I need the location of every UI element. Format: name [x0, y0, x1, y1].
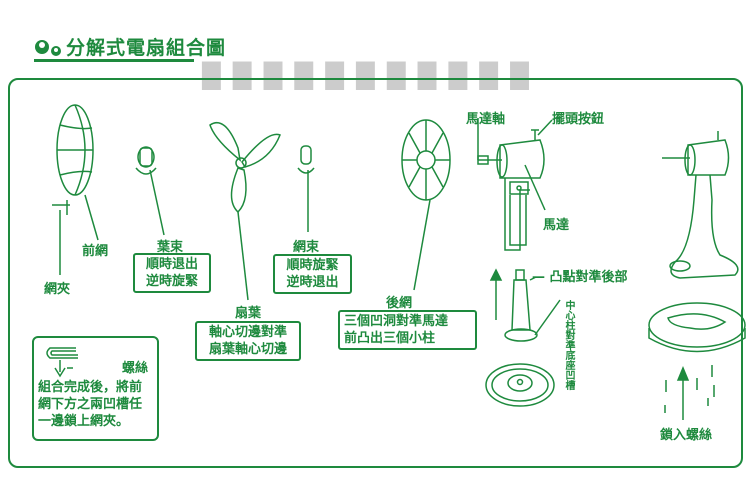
- label-front-guard: 前網: [82, 244, 109, 259]
- label-screw-in: 鎖入螺絲: [660, 428, 713, 443]
- label-screw: 螺絲: [122, 361, 149, 376]
- center-post-drawing: [489, 268, 561, 342]
- label-oscillation-knob: 擺頭按鈕: [552, 112, 605, 127]
- rear-guard-drawing: [401, 119, 451, 291]
- title-underline: [34, 59, 194, 62]
- label-motor-shaft: 馬達軸: [466, 112, 506, 127]
- guard-clip-drawing: [46, 347, 78, 378]
- base-drawing: [648, 302, 746, 420]
- front-guard-drawing: [52, 104, 99, 275]
- assembled-stand-drawing: [662, 131, 739, 279]
- note-rear-guard: 三個凹洞對準馬達前凸出三個小柱: [338, 310, 477, 350]
- label-rear-guard: 後網: [386, 296, 413, 311]
- blade-drawing: [209, 121, 281, 301]
- guard-nut-drawing: [297, 145, 315, 232]
- blade-cap-drawing: [135, 146, 165, 236]
- label-blade: 扇葉: [235, 306, 262, 321]
- label-guard-nut: 網束: [293, 240, 320, 255]
- note-guard-clip: 螺絲 組合完成後，將前 網下方之兩凹槽任 一邊鎖上網夾。: [32, 336, 159, 441]
- page-title: 分解式電扇組合圖: [66, 37, 227, 59]
- base-plate-drawing: [485, 363, 555, 407]
- note-blade-cap: 順時退出逆時旋緊: [133, 253, 211, 293]
- motor-head-drawing: [477, 118, 553, 251]
- label-center-post: 中心柱對準底座凹槽: [563, 300, 574, 390]
- label-bump-align: — 凸點對準後部: [532, 270, 628, 285]
- label-motor: 馬達: [543, 218, 570, 233]
- diagram-frame: [8, 78, 743, 468]
- note-blade: 軸心切邊對準扇葉軸心切邊: [195, 321, 301, 361]
- label-blade-cap: 葉束: [157, 240, 184, 255]
- note-guard-nut: 順時旋緊逆時退出: [273, 254, 352, 294]
- label-guard-clip: 網夾: [44, 282, 71, 297]
